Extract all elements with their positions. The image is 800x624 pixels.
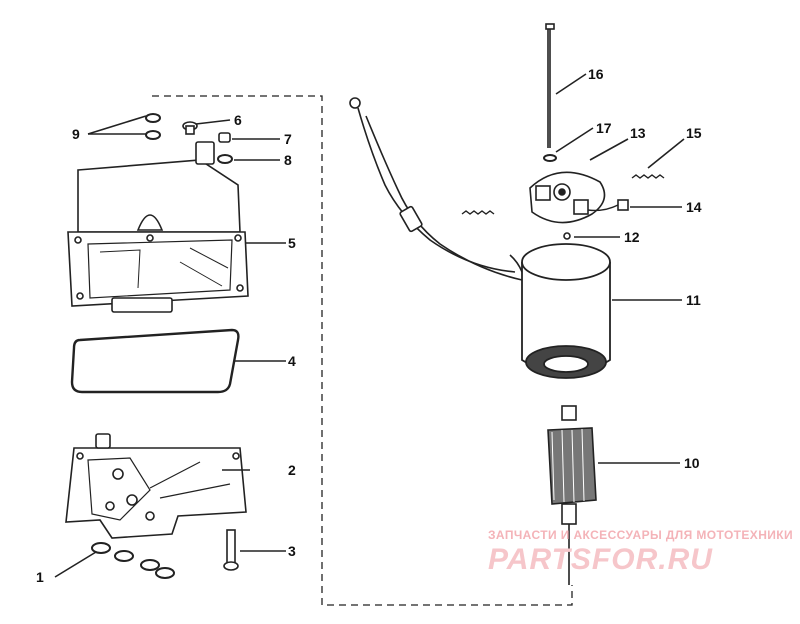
- part-5-cover-housing: [67, 141, 249, 313]
- callout-15: 15: [686, 125, 702, 141]
- callout-2: 2: [288, 462, 296, 478]
- dashed-grouping-line: [152, 95, 573, 606]
- callout-12: 12: [624, 229, 640, 245]
- callout-1: 1: [36, 569, 44, 585]
- callout-14: 14: [686, 199, 702, 215]
- part-11-motor-frame: [521, 243, 611, 379]
- part-14-lead-connector: [617, 199, 629, 211]
- callout-3: 3: [288, 543, 296, 559]
- callout-9: 9: [72, 126, 80, 142]
- callout-5: 5: [288, 235, 296, 251]
- part-4-gasket: [70, 328, 240, 394]
- part-15-spring-right: [631, 174, 665, 179]
- callout-6: 6: [234, 112, 242, 128]
- part-14-lead-wire: [587, 204, 619, 212]
- part-13-brush-plate: [529, 171, 606, 224]
- callout-10: 10: [684, 455, 700, 471]
- watermark-tagline: ЗАПЧАСТИ И АКСЕССУАРЫ ДЛЯ МОТОТЕХНИКИ: [488, 528, 794, 542]
- callout-7: 7: [284, 131, 292, 147]
- callout-13: 13: [630, 125, 646, 141]
- wire-harness: [349, 97, 523, 281]
- part-16-through-bolt: [545, 23, 555, 148]
- part-9-washers: [145, 113, 161, 140]
- callout-16: 16: [588, 66, 604, 82]
- leader-lines: [54, 73, 685, 578]
- watermark-logo: PARTSFOR.RU: [488, 543, 713, 576]
- part-1-o-rings: [91, 542, 175, 579]
- callout-11: 11: [686, 292, 701, 308]
- part-2-base-plate: [65, 433, 247, 539]
- callout-17: 17: [596, 120, 612, 136]
- part-15-spring-left: [461, 210, 495, 215]
- part-12-ball: [563, 232, 571, 240]
- callout-4: 4: [288, 353, 296, 369]
- part-3-bolt: [223, 529, 239, 571]
- part-10-armature: [547, 405, 597, 585]
- part-7-nut: [218, 132, 231, 143]
- part-8-washer: [217, 154, 233, 164]
- part-17-washer: [543, 154, 557, 162]
- callout-8: 8: [284, 152, 292, 168]
- part-6-screw: [182, 121, 198, 135]
